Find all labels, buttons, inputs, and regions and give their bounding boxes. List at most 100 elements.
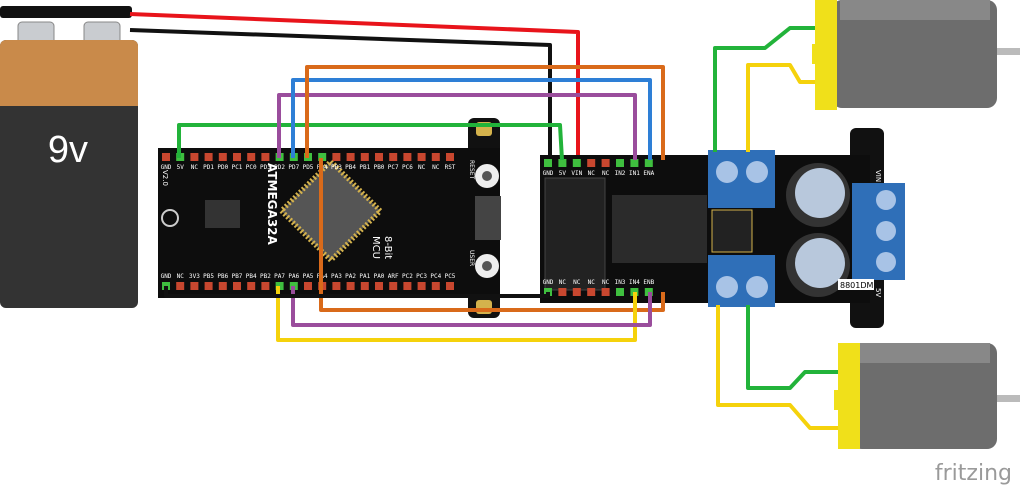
pin-5v[interactable]	[558, 159, 567, 167]
wire-purple-in2[interactable]	[277, 93, 637, 160]
terminal-block-motor-b[interactable]	[708, 255, 775, 307]
pin-pb4[interactable]	[247, 282, 256, 290]
wire-green-motor-a[interactable]	[713, 26, 820, 152]
pin-rst[interactable]	[446, 153, 454, 161]
pin-gnd[interactable]	[544, 159, 552, 167]
pin-pb2[interactable]	[261, 282, 270, 290]
pin-pb6[interactable]	[218, 282, 227, 290]
wire-black[interactable]	[129, 28, 552, 160]
pin-label: ARF	[388, 273, 399, 280]
pin-label: PC6	[402, 164, 413, 171]
pin-in1[interactable]	[630, 159, 639, 167]
pin-label: NC	[588, 170, 596, 177]
pin-pb3[interactable]	[332, 153, 341, 161]
pin-label: GND	[161, 273, 172, 280]
pin-nc[interactable]	[572, 288, 581, 296]
pin-arf[interactable]	[389, 282, 398, 290]
wire-orange-ena[interactable]	[305, 65, 665, 160]
pin-label: PC4	[430, 273, 441, 280]
pin-pb0[interactable]	[375, 153, 383, 161]
version-label: V2.0	[161, 170, 169, 186]
pin-ena[interactable]	[644, 159, 653, 167]
pin-pa2[interactable]	[346, 282, 355, 290]
pin-label: PC0	[246, 164, 257, 171]
pin-pa5[interactable]	[304, 282, 312, 290]
pin-label: PD1	[203, 164, 214, 171]
chip-label: ATMEGA32A	[265, 163, 279, 246]
pin-pc3[interactable]	[417, 282, 426, 290]
pin-label: VIN	[571, 170, 582, 177]
pin-nc[interactable]	[176, 282, 185, 290]
pin-in2[interactable]	[616, 159, 624, 167]
pin-label: NC	[602, 279, 610, 286]
pin-label: IN3	[615, 279, 626, 286]
pin-pd3[interactable]	[261, 153, 270, 161]
pin-label: PB3	[331, 164, 342, 171]
pin-nc[interactable]	[587, 288, 596, 296]
fritzing-watermark: fritzing	[935, 461, 1012, 486]
pin-label: PA6	[288, 273, 299, 280]
wire-yellow-motor-a[interactable]	[746, 63, 820, 152]
pin-label: PB5	[203, 273, 214, 280]
pin-label: NC	[432, 164, 440, 171]
pin-pb4[interactable]	[346, 153, 355, 161]
pin-label: PB6	[217, 273, 228, 280]
pin-label: IN2	[615, 170, 626, 177]
pin-pd1[interactable]	[204, 153, 213, 161]
pin-pc4[interactable]	[431, 282, 440, 290]
pin-in3[interactable]	[616, 288, 624, 296]
pin-nc[interactable]	[587, 159, 596, 167]
pin-pc7[interactable]	[389, 153, 398, 161]
wire-yellow-in3[interactable]	[276, 286, 637, 342]
pin-label: 3V3	[189, 273, 200, 280]
pin-label: PD3	[260, 164, 271, 171]
pin-label: 5V	[177, 164, 185, 171]
wire-green-5v[interactable]	[177, 123, 564, 161]
pin-nc[interactable]	[601, 288, 610, 296]
pin-pa1[interactable]	[360, 282, 369, 290]
pin-nc[interactable]	[190, 153, 199, 161]
terminal-block-motor-a[interactable]	[708, 150, 775, 208]
pin-nc[interactable]	[558, 288, 567, 296]
pin-pc1[interactable]	[233, 153, 241, 161]
pin-label: NC	[418, 164, 426, 171]
pin-label: PB2	[260, 273, 271, 280]
pin-label: PB1	[359, 164, 370, 171]
dc-motor-a[interactable]	[812, 0, 1020, 110]
pin-pb1[interactable]	[360, 153, 369, 161]
wire-green-motor-b[interactable]	[746, 305, 842, 390]
dc-motor-b[interactable]	[834, 343, 1020, 449]
pin-pc6[interactable]	[403, 153, 412, 161]
wire-red[interactable]	[129, 12, 580, 160]
wire-blue-in1[interactable]	[291, 78, 652, 160]
pin-label: PC5	[445, 273, 456, 280]
pin-pb5[interactable]	[204, 282, 213, 290]
pin-pa0[interactable]	[375, 282, 383, 290]
pin-label: NC	[191, 164, 199, 171]
wire-yellow-motor-b[interactable]	[716, 305, 842, 430]
wire-purple-in4[interactable]	[291, 286, 652, 327]
pin-pc5[interactable]	[446, 282, 454, 290]
pin-vin[interactable]	[572, 159, 581, 167]
pin-nc[interactable]	[431, 153, 440, 161]
wire-black-gnd[interactable]	[164, 286, 550, 298]
pin-label: PA1	[359, 273, 370, 280]
pin-pd0[interactable]	[218, 153, 227, 161]
terminal-block-power[interactable]	[852, 183, 905, 280]
wire-orange-enb[interactable]	[319, 158, 665, 312]
pin-pc2[interactable]	[403, 282, 412, 290]
pin-label: ENB	[643, 279, 654, 286]
pin-nc[interactable]	[417, 153, 426, 161]
pin-label: PC7	[388, 164, 399, 171]
pin-pd4[interactable]	[318, 153, 327, 161]
pin-pa3[interactable]	[332, 282, 341, 290]
pin-pb7[interactable]	[233, 282, 241, 290]
pin-nc[interactable]	[601, 159, 610, 167]
pin-gnd[interactable]	[162, 153, 170, 161]
pin-pc0[interactable]	[247, 153, 256, 161]
battery-9v[interactable]: 9v	[0, 6, 138, 308]
pin-3v3[interactable]	[190, 282, 199, 290]
